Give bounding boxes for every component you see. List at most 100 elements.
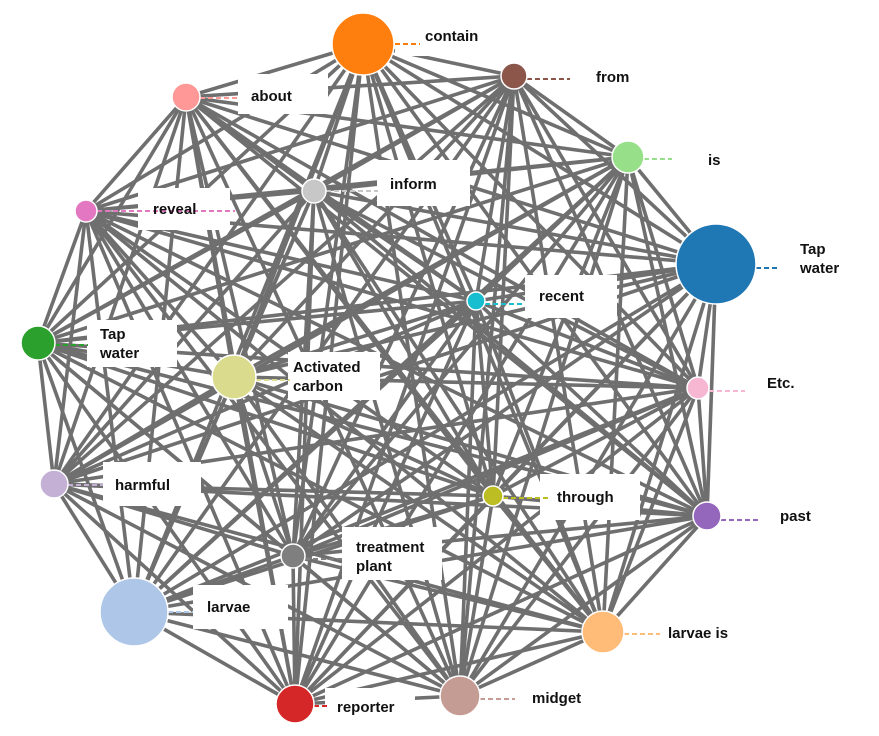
edge-is-reporter	[293, 155, 630, 706]
label-box-tap-water-left	[87, 320, 177, 367]
label-box-midget	[515, 678, 600, 718]
edge-is-past	[626, 155, 709, 518]
edge-contain-harmful	[52, 42, 365, 486]
label-tap-water-left: Tap water	[55, 320, 177, 367]
edge-is-treatment-plant	[291, 155, 630, 558]
edge-from-through	[491, 74, 516, 498]
label-box-treatment-plant	[342, 527, 442, 580]
edge-from-treatment-plant	[291, 74, 516, 558]
label-from: from	[527, 58, 650, 94]
node-reporter	[275, 684, 315, 724]
edge-tap-water-left-harmful	[36, 341, 56, 486]
edge-from-reporter	[293, 74, 516, 706]
edge-is-midget	[458, 155, 630, 698]
node-label-tap-water-right-line-1: Tap	[800, 241, 826, 258]
label-reporter: reporter	[314, 688, 415, 728]
label-box-through	[540, 474, 640, 520]
node-label-harmful: harmful	[115, 477, 170, 494]
edge-inform-tap-water-left	[36, 189, 316, 345]
edge-tap-water-right-larvae-is	[601, 262, 718, 634]
label-box-recent	[525, 275, 617, 318]
node-tap-water-left	[20, 325, 56, 361]
edge-reveal-past	[84, 209, 709, 518]
edge-tap-water-right-treatment-plant	[291, 262, 718, 558]
edge-from-activated-carbon	[232, 74, 516, 379]
edge-is-larvae-is	[601, 155, 630, 634]
node-about	[171, 82, 201, 112]
label-box-larvae	[193, 585, 288, 629]
label-past: past	[721, 498, 830, 536]
nodes-layer	[20, 12, 757, 724]
node-harmful	[39, 469, 69, 499]
node-label-tap-water-left-line-2: water	[99, 345, 139, 362]
edge-reveal-etc	[84, 209, 700, 390]
edge-from-is	[512, 74, 630, 159]
label-etc: Etc.	[709, 365, 825, 403]
node-reveal	[74, 199, 98, 223]
edge-recent-etc	[474, 299, 700, 390]
edge-etc-reporter	[293, 386, 700, 706]
edge-etc-past	[696, 386, 709, 518]
label-box-is	[690, 140, 750, 178]
node-from	[500, 62, 528, 90]
label-larvae: larvae	[168, 585, 288, 629]
node-is	[611, 140, 645, 174]
label-contain: contain	[395, 18, 495, 56]
edge-recent-midget	[458, 299, 478, 698]
node-label-etc: Etc.	[767, 375, 795, 392]
node-label-tap-water-left-line-1: Tap	[100, 326, 126, 343]
node-contain	[331, 12, 395, 76]
label-box-from	[570, 58, 650, 94]
label-box-past	[760, 498, 830, 536]
edge-is-through	[491, 155, 630, 498]
node-label-reveal: reveal	[153, 201, 196, 218]
node-label-activated-carbon-line-1: Activated	[293, 359, 361, 376]
edge-past-midget	[458, 514, 709, 698]
node-label-recent: recent	[539, 288, 584, 305]
edge-reveal-larvae	[84, 209, 136, 614]
node-through	[482, 485, 504, 507]
edge-through-larvae-is	[491, 494, 605, 634]
label-larvae-is: larvae is	[624, 614, 750, 652]
edge-reveal-midget	[84, 209, 462, 698]
edge-tap-water-right-larvae	[132, 262, 718, 614]
node-inform	[301, 178, 327, 204]
label-box-tap-water-right	[780, 232, 860, 286]
edge-is-harmful	[52, 155, 630, 486]
edge-recent-treatment-plant	[291, 299, 478, 558]
label-box-harmful	[103, 462, 201, 506]
edge-about-treatment-plant	[184, 95, 295, 558]
label-treatment-plant: treatment plant	[305, 527, 442, 580]
node-label-treatment-plant-line-1: treatment	[356, 539, 424, 556]
edge-harmful-reporter	[52, 482, 297, 706]
node-label-treatment-plant-line-2: plant	[356, 558, 392, 575]
edge-activated-carbon-treatment-plant	[232, 375, 295, 558]
label-box-larvae-is	[650, 614, 750, 652]
edge-tap-water-left-larvae-is	[36, 341, 605, 634]
label-box-about	[238, 74, 328, 114]
node-tap-water-right	[675, 223, 757, 305]
edge-recent-activated-carbon	[232, 299, 478, 379]
edge-inform-recent	[312, 189, 478, 303]
label-box-activated-carbon	[288, 352, 380, 400]
label-midget: midget	[480, 678, 600, 718]
node-past	[692, 501, 722, 531]
edge-recent-reporter	[293, 299, 478, 706]
node-midget	[439, 675, 481, 717]
label-box-reveal	[138, 188, 230, 230]
node-recent	[466, 291, 486, 311]
edge-larvae-is-midget	[458, 630, 605, 698]
node-label-activated-carbon-line-2: carbon	[293, 378, 343, 395]
node-label-inform: inform	[390, 176, 437, 193]
node-label-from: from	[596, 69, 629, 86]
edge-recent-past	[474, 299, 709, 518]
node-larvae-is	[581, 610, 625, 654]
edge-about-reveal	[84, 95, 188, 213]
label-about: about	[200, 74, 328, 114]
node-treatment-plant	[280, 543, 306, 569]
edge-is-tap-water-left	[36, 155, 630, 345]
node-label-is: is	[708, 152, 721, 169]
edge-reveal-tap-water-left	[36, 209, 88, 345]
